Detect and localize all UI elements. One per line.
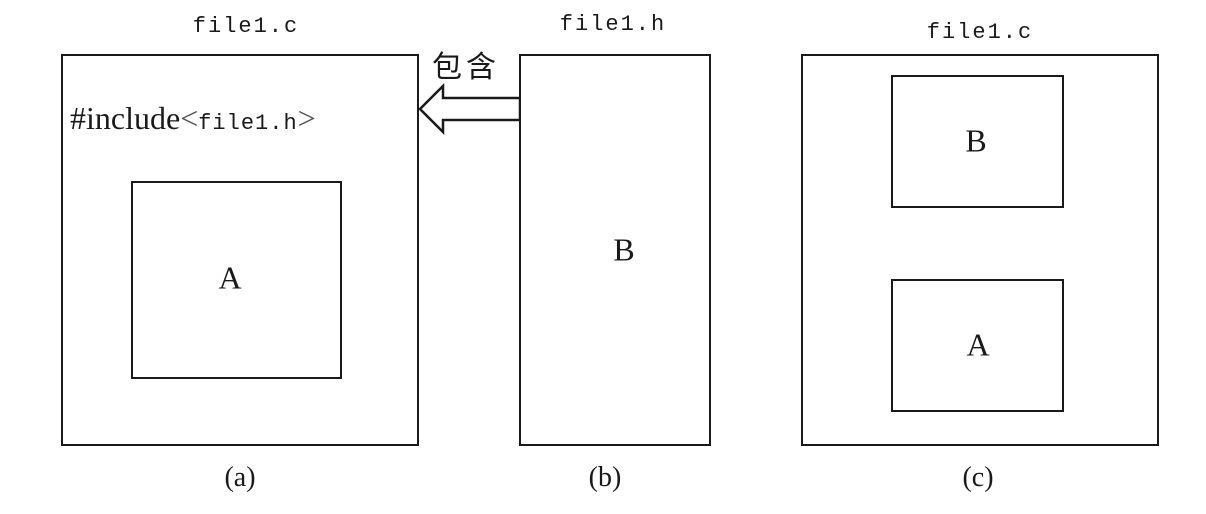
panel-c-top-label: B (965, 122, 987, 159)
arrow-label-include: 包含 (432, 50, 500, 85)
panel-c-bottom-label: A (966, 326, 990, 363)
panel-b-file1-h-box (519, 54, 711, 446)
panel-a-inner-box-a (131, 181, 342, 379)
hollow-arrow-icon (418, 82, 522, 136)
panel-c-file-label: file1.c (926, 20, 1034, 45)
include-directive: #include<file1.h> (70, 100, 316, 137)
include-filename: file1.h (198, 111, 298, 136)
caption-b: (b) (588, 462, 622, 493)
caption-a: (a) (224, 462, 256, 493)
panel-a-inner-label: A (218, 259, 242, 296)
include-open-bracket: < (180, 100, 199, 136)
include-keyword: #include (70, 100, 181, 136)
caption-c: (c) (962, 462, 994, 493)
panel-b-file-label: file1.h (559, 12, 667, 37)
panel-c-inner-box-a (891, 279, 1064, 412)
panel-c-inner-box-b (891, 75, 1064, 208)
include-close-bracket: > (297, 100, 316, 136)
panel-a-file-label: file1.c (192, 14, 300, 39)
panel-b-label: B (613, 231, 635, 268)
